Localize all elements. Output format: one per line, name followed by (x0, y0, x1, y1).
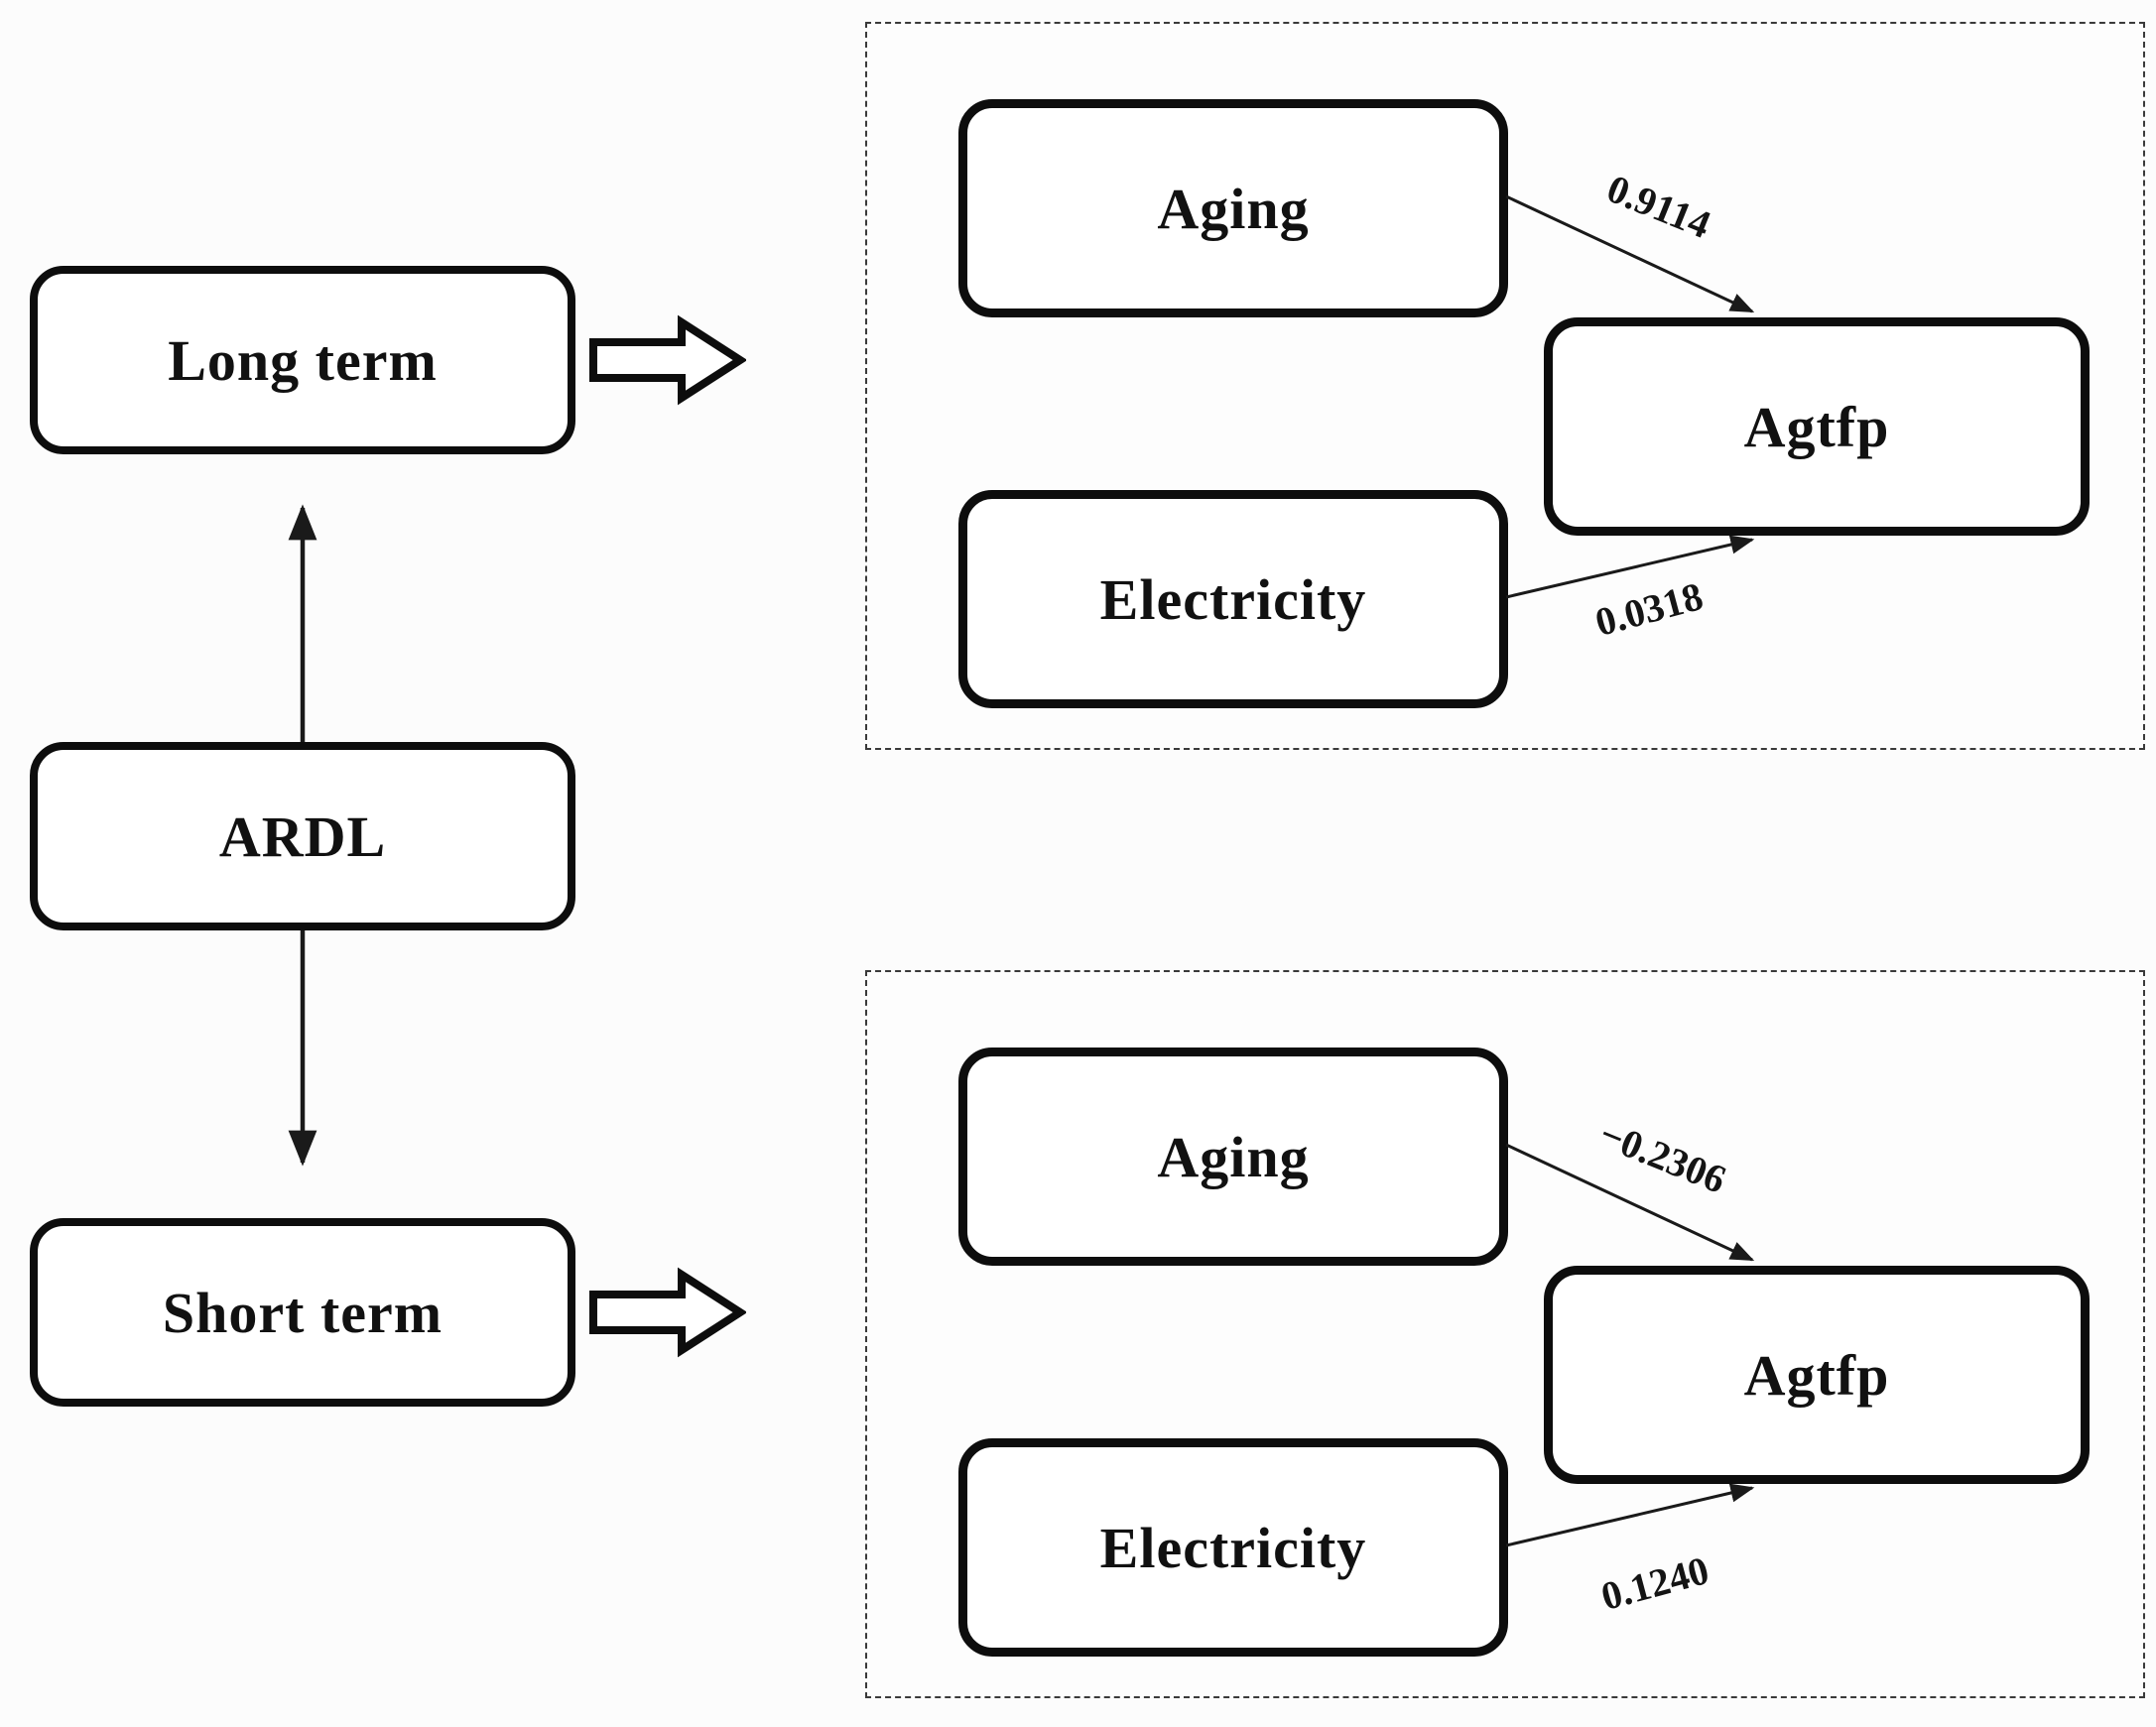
short-term-block-arrow-icon (589, 1267, 746, 1358)
block-arrow-shape (589, 1267, 746, 1358)
block-arrow-shape (589, 314, 746, 406)
short-term-electricity-label: Electricity (1099, 1515, 1367, 1580)
long-term-agtfp-label: Agtfp (1743, 394, 1890, 459)
short-term-results-panel: Aging Agtfp Electricity (865, 970, 2145, 1698)
long-term-label: Long term (168, 327, 438, 393)
short-term-electricity-box: Electricity (958, 1438, 1508, 1657)
ardl-box: ARDL (30, 742, 575, 930)
short-term-aging-label: Aging (1157, 1124, 1310, 1189)
short-term-agtfp-label: Agtfp (1743, 1342, 1890, 1408)
short-term-aging-box: Aging (958, 1048, 1508, 1266)
long-term-electricity-box: Electricity (958, 490, 1508, 708)
long-term-aging-box: Aging (958, 99, 1508, 317)
long-term-block-arrow-icon (589, 314, 746, 406)
long-term-agtfp-box: Agtfp (1544, 317, 2090, 536)
long-term-electricity-label: Electricity (1099, 566, 1367, 632)
ardl-label: ARDL (218, 803, 387, 869)
short-term-agtfp-box: Agtfp (1544, 1266, 2090, 1484)
short-term-box: Short term (30, 1218, 575, 1407)
short-term-label: Short term (162, 1280, 444, 1345)
long-term-results-panel: Aging Agtfp Electricity (865, 22, 2145, 750)
long-term-box: Long term (30, 266, 575, 454)
long-term-aging-label: Aging (1157, 176, 1310, 241)
